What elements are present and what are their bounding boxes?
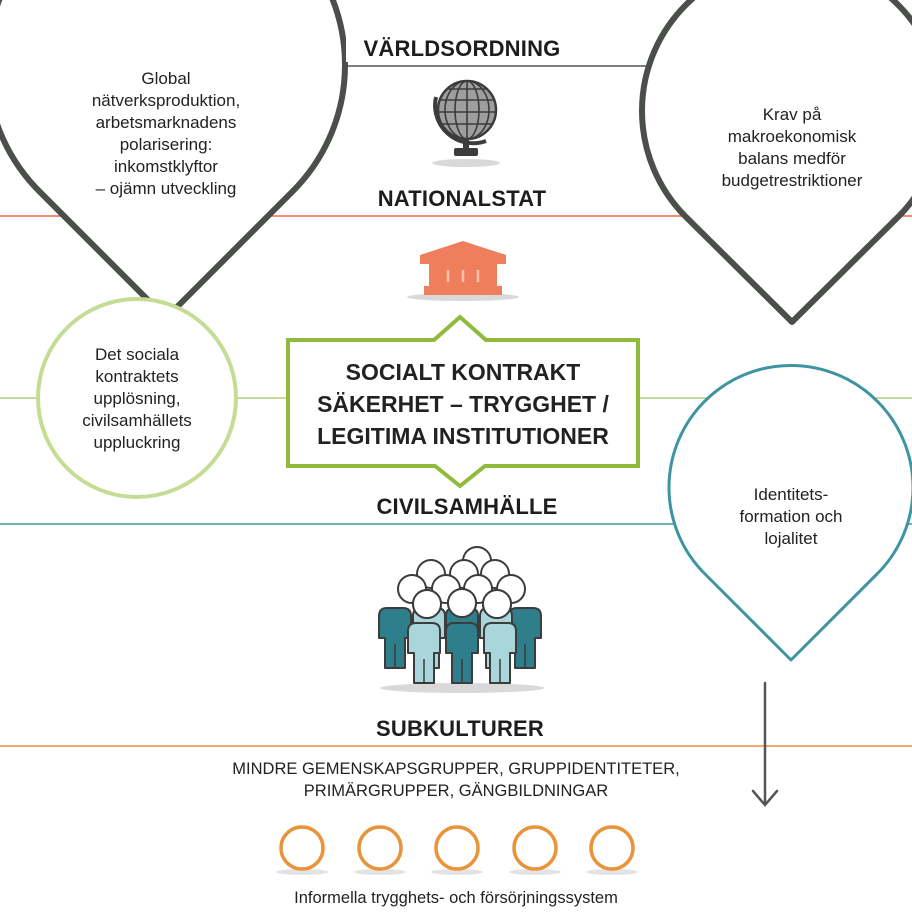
bank-building-icon: [407, 241, 519, 301]
subcultures-text: MINDRE GEMENSKAPSGRUPPER, GRUPPIDENTITET…: [150, 758, 762, 802]
subcultures-line-1: MINDRE GEMENSKAPSGRUPPER, GRUPPIDENTITET…: [232, 760, 680, 778]
krav-line-4: budgetrestriktioner: [721, 171, 863, 190]
identitet-line-1: Identitets-: [753, 485, 829, 504]
social-circle: [36, 297, 238, 499]
krav-line-2: makroekonomisk: [727, 127, 857, 146]
global-line-6: – ojämn utveckling: [95, 179, 237, 198]
globe-icon: [432, 79, 500, 167]
level-nation-label: NATIONALSTAT: [356, 186, 568, 212]
global-line-3: arbetsmarknadens: [95, 113, 237, 132]
ring-icon: [512, 825, 558, 871]
identitet-line-3: lojalitet: [764, 529, 818, 548]
global-line-5: inkomstklyftor: [114, 157, 218, 176]
ring-icon: [357, 825, 403, 871]
down-arrow-icon: [751, 681, 779, 807]
ring-icon: [434, 825, 480, 871]
krav-line-3: balans medför: [738, 149, 846, 168]
subcultures-line-2: PRIMÄRGRUPPER, GÄNGBILDNINGAR: [303, 782, 609, 800]
global-bubble-text: Global nätverksproduktion, arbetsmarknad…: [66, 68, 266, 200]
identitet-bubble-text: Identitets- formation och lojalitet: [716, 484, 866, 550]
global-bubble: [0, 0, 348, 321]
global-line-4: polarisering:: [119, 135, 213, 154]
rings: [276, 825, 638, 875]
center-line-1: SOCIALT KONTRAKT: [345, 359, 581, 385]
social-line-4: civilsamhällets: [82, 411, 192, 430]
social-circle-text: Det sociala kontraktets upplösning, civi…: [57, 344, 217, 454]
social-line-2: kontraktets: [95, 367, 179, 386]
krav-bubble: [639, 0, 912, 325]
social-line-3: upplösning,: [93, 389, 181, 408]
level-civil-label: CIVILSAMHÄLLE: [353, 494, 581, 520]
social-line-1: Det sociala: [94, 345, 180, 364]
global-line-1: Global: [141, 69, 191, 88]
social-line-5: uppluckring: [93, 433, 181, 452]
krav-bubble-text: Krav på makroekonomisk balans medför bud…: [702, 104, 882, 192]
center-line-3: LEGITIMA INSTITUTIONER: [317, 423, 609, 449]
global-line-2: nätverksproduktion,: [91, 91, 241, 110]
ring-icon: [279, 825, 325, 871]
identitet-line-2: formation och: [739, 507, 843, 526]
center-box-text: SOCIALT KONTRAKT SÄKERHET – TRYGGHET / L…: [292, 356, 634, 452]
ring-icon: [589, 825, 635, 871]
center-line-2: SÄKERHET – TRYGGHET /: [317, 391, 609, 417]
krav-line-1: Krav på: [762, 105, 822, 124]
level-world-label: VÄRLDSORDNING: [346, 36, 578, 62]
people-crowd-icon: [378, 546, 544, 693]
identitet-bubble: [667, 364, 912, 662]
center-box-frame: [286, 314, 640, 489]
footer-text: Informella trygghets- och försörjningssy…: [294, 889, 618, 907]
level-sub-label: SUBKULTURER: [369, 716, 551, 742]
